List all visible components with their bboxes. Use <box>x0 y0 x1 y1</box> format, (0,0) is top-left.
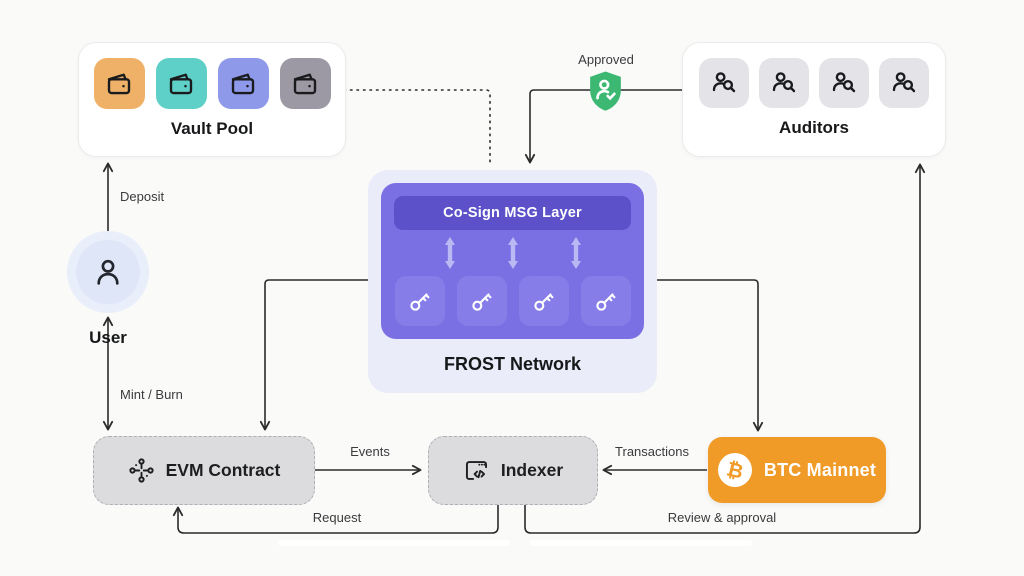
cosign-msg-layer: Co-Sign MSG Layer <box>394 196 631 230</box>
vault-pool-node: Vault Pool <box>78 42 346 157</box>
wallet-icon <box>104 69 134 99</box>
edge-label-approved: Approved <box>578 52 634 67</box>
edge-review-approval <box>524 163 926 534</box>
wallet-icon <box>228 69 258 99</box>
edge-vault-frost-dotted <box>343 89 491 167</box>
edge-approved <box>524 89 682 164</box>
sync-arrow-icon <box>505 236 521 270</box>
bitcoin-icon: ₿ <box>717 453 752 487</box>
edge-label-request: Request <box>312 510 362 525</box>
auditors-node: Auditors <box>682 42 946 157</box>
evm-contract-node: EVM Contract <box>93 436 315 505</box>
edge-label-mint-burn: Mint / Burn <box>120 387 183 402</box>
key-icon <box>468 287 496 315</box>
edge-label-review-approval: Review & approval <box>667 510 777 525</box>
indexer-node: Indexer <box>428 436 598 505</box>
key-icon <box>592 287 620 315</box>
sync-arrow-icon <box>442 236 458 270</box>
edge-frost-btc <box>656 279 764 432</box>
auditor-tile <box>819 58 869 108</box>
edge-label-deposit: Deposit <box>120 189 165 204</box>
user-title: User <box>89 328 127 347</box>
auditors-title: Auditors <box>779 118 849 137</box>
wallet-tile <box>93 58 145 109</box>
browser-code-icon <box>463 457 490 484</box>
shield-check-icon <box>587 70 624 113</box>
auditor-tile-row <box>699 58 929 108</box>
bottom-reflection-bar <box>278 540 510 546</box>
auditor-tile <box>879 58 929 108</box>
auditor-tile <box>759 58 809 108</box>
key-tile <box>518 276 569 326</box>
key-tile-row <box>394 276 631 326</box>
wallet-tile-row <box>93 58 331 109</box>
evm-contract-title: EVM Contract <box>165 460 281 480</box>
user-avatar-inner <box>76 240 140 304</box>
frost-network-title: FROST Network <box>443 354 581 374</box>
key-tile <box>456 276 507 326</box>
vault-pool-title: Vault Pool <box>170 119 254 138</box>
approved-shield-badge <box>587 70 624 113</box>
auditor-search-icon <box>889 68 919 98</box>
key-icon <box>530 287 558 315</box>
btc-mainnet-node: ₿ BTC Mainnet <box>708 437 886 503</box>
auditor-search-icon <box>709 68 739 98</box>
auditor-search-icon <box>769 68 799 98</box>
bitcoin-symbol: ₿ <box>724 456 746 484</box>
wallet-tile <box>155 58 207 109</box>
wallet-tile <box>217 58 269 109</box>
wallet-tile <box>279 58 331 109</box>
user-avatar <box>67 231 149 313</box>
key-tile <box>580 276 631 326</box>
wallet-icon <box>166 69 196 99</box>
sync-arrow-icon <box>568 236 584 270</box>
auditor-search-icon <box>829 68 859 98</box>
edge-label-events: Events <box>350 444 390 459</box>
auditor-tile <box>699 58 749 108</box>
frost-network-node: Co-Sign MSG Layer <box>368 170 657 393</box>
frost-inner-panel: Co-Sign MSG Layer <box>381 183 644 339</box>
btc-mainnet-title: BTC Mainnet <box>763 459 877 480</box>
user-icon <box>90 254 126 290</box>
edge-frost-evm <box>259 279 369 431</box>
bottom-reflection-bar <box>530 540 752 546</box>
wallet-icon <box>290 69 320 99</box>
indexer-title: Indexer <box>500 460 564 480</box>
edge-request <box>172 504 499 534</box>
cosign-msg-layer-label: Co-Sign MSG Layer <box>443 205 582 221</box>
hub-icon <box>128 457 155 484</box>
sync-arrow-row <box>442 230 584 276</box>
edge-label-transactions: Transactions <box>615 444 689 459</box>
key-tile <box>394 276 445 326</box>
key-icon <box>406 287 434 315</box>
